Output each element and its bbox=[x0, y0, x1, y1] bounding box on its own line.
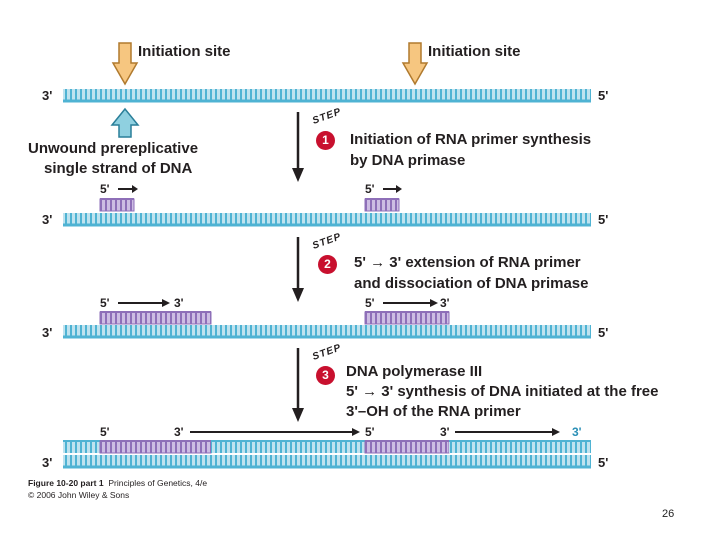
primer-five-prime: 5' bbox=[100, 296, 110, 310]
five-prime-end: 5' bbox=[598, 88, 609, 103]
primer-three-prime: 3' bbox=[440, 296, 450, 310]
rna-primer bbox=[99, 198, 135, 212]
initiation-site-label: Initiation site bbox=[138, 43, 231, 60]
new-strand-three-prime: 3' bbox=[572, 425, 582, 439]
book-title: Principles of Genetics, 4/e bbox=[108, 478, 208, 488]
five-prime-end: 5' bbox=[598, 325, 609, 340]
primer-three-prime: 3' bbox=[440, 425, 450, 439]
step-2-text-line-1: 5' → 3' extension of RNA primer bbox=[354, 254, 581, 271]
three-prime-end: 3' bbox=[42, 455, 53, 470]
rna-primer bbox=[364, 198, 400, 212]
primer-three-prime: 3' bbox=[174, 296, 184, 310]
unwound-strand-arrow bbox=[110, 107, 140, 138]
primer-three-prime: 3' bbox=[174, 425, 184, 439]
step-1-badge: 1 bbox=[316, 131, 335, 150]
primer-five-prime: 5' bbox=[365, 425, 375, 439]
step-3-text-line-1: DNA polymerase III bbox=[346, 363, 483, 380]
step-arrow bbox=[292, 112, 304, 422]
step-1-text-line-2: by DNA primase bbox=[350, 152, 466, 169]
primer-five-prime: 5' bbox=[365, 182, 375, 196]
unwound-label-line-2: single strand of DNA bbox=[44, 160, 193, 177]
step-1-text-line-1: Initiation of RNA primer synthesis bbox=[350, 131, 592, 148]
initiation-site-label: Initiation site bbox=[428, 43, 521, 60]
new-dna-strand bbox=[63, 440, 591, 454]
template-strand-4 bbox=[63, 455, 591, 469]
step-3-badge: 3 bbox=[316, 366, 335, 385]
step-3-text-line-3: 3'–OH of the RNA primer bbox=[346, 403, 521, 420]
figure-caption: Figure 10-20 part 1 Principles of Geneti… bbox=[28, 478, 207, 488]
primer-five-prime: 5' bbox=[100, 182, 110, 196]
step-3-text-line-2: 5' → 3' synthesis of DNA initiated at th… bbox=[346, 383, 659, 400]
initiation-site-arrow bbox=[111, 42, 139, 86]
primer-five-prime: 5' bbox=[365, 296, 375, 310]
three-prime-end: 3' bbox=[42, 325, 53, 340]
step-2-text-line-2: and dissociation of DNA primase bbox=[354, 275, 589, 292]
five-prime-end: 5' bbox=[598, 212, 609, 227]
unwound-label-line-1: Unwound prereplicative bbox=[28, 140, 199, 157]
rna-primer-extended bbox=[364, 311, 450, 325]
rna-primer-extended bbox=[99, 311, 212, 325]
three-prime-end: 3' bbox=[42, 212, 53, 227]
template-strand-3 bbox=[63, 325, 591, 339]
template-strand-2 bbox=[63, 213, 591, 227]
template-strand-1 bbox=[63, 89, 591, 103]
three-prime-end: 3' bbox=[42, 88, 53, 103]
figure-number: Figure 10-20 part 1 bbox=[28, 478, 104, 488]
initiation-site-arrow bbox=[401, 42, 429, 86]
copyright: © 2006 John Wiley & Sons bbox=[28, 490, 130, 500]
primer-five-prime: 5' bbox=[100, 425, 110, 439]
step-2-badge: 2 bbox=[318, 255, 337, 274]
five-prime-end: 5' bbox=[598, 455, 609, 470]
direction-arrow bbox=[118, 185, 560, 436]
page-number: 26 bbox=[662, 508, 675, 520]
